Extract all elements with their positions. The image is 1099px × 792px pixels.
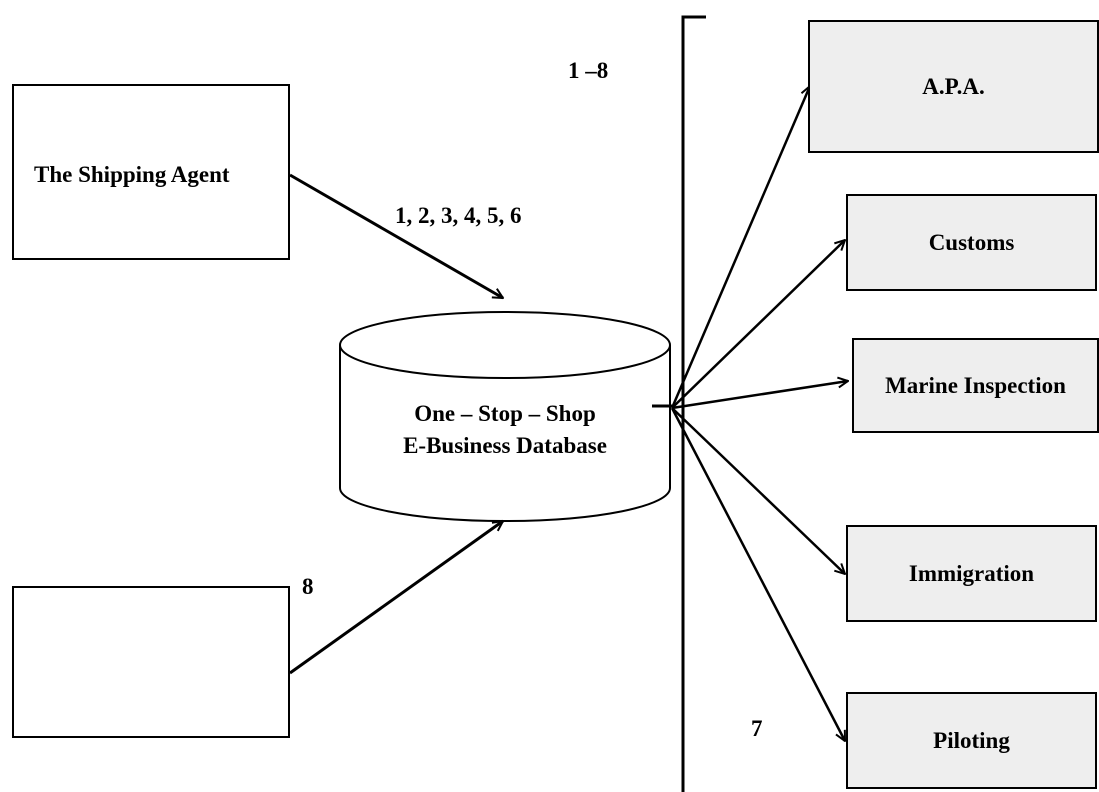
arrow-to-apa <box>670 86 810 409</box>
agency-box-apa: A.P.A. <box>808 20 1099 153</box>
step-label-vessel: 8 <box>302 574 314 599</box>
vessel-box <box>12 586 290 738</box>
arrow-agent-to-database <box>289 173 503 300</box>
agency-label-piloting: Piloting <box>933 727 1010 753</box>
arrow-vessel-to-database <box>289 521 503 675</box>
step-label-agent: 1, 2, 3, 4, 5, 6 <box>395 203 522 228</box>
agency-box-customs: Customs <box>846 194 1097 291</box>
agency-box-immigration: Immigration <box>846 525 1097 622</box>
step-label-piloting: 7 <box>751 716 763 741</box>
arrow-to-marine-inspection <box>671 381 848 410</box>
agency-box-piloting: Piloting <box>846 692 1097 789</box>
step-label-all: 1 –8 <box>568 58 609 83</box>
shipping-agent-label: The Shipping Agent <box>34 162 230 187</box>
agency-box-marine-inspection: Marine Inspection <box>852 338 1099 433</box>
agency-label-customs: Customs <box>928 229 1015 255</box>
database-label-line2: E-Business Database <box>403 433 607 458</box>
shipping-agent-box: The Shipping Agent <box>12 84 290 260</box>
agency-label-apa: A.P.A. <box>922 73 985 99</box>
agency-bracket <box>681 15 706 792</box>
database-label: One – Stop – Shop E-Business Database <box>340 398 670 462</box>
agency-label-marine-inspection: Marine Inspection <box>885 372 1066 398</box>
arrow-to-immigration <box>671 407 845 574</box>
arrow-to-piloting <box>670 407 847 741</box>
arrow-to-customs <box>671 240 845 409</box>
agency-label-immigration: Immigration <box>908 560 1035 586</box>
database-cylinder <box>339 311 671 522</box>
database-label-line1: One – Stop – Shop <box>414 401 596 426</box>
